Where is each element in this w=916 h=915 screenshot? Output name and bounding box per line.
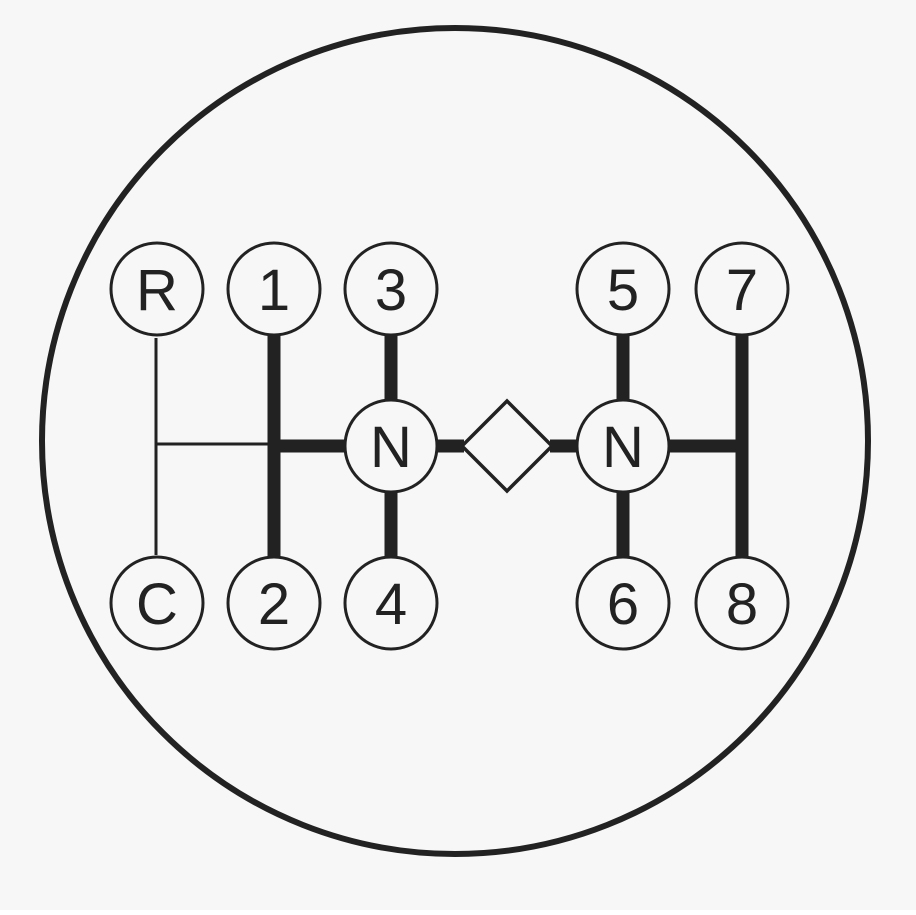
gear-label-crawler: C [136,572,178,637]
gear-label-fifth: 5 [607,258,639,323]
gear-circle-fifth [575,241,671,337]
gear-circle-second [226,555,322,651]
gear-circle-crawler [109,555,205,651]
gear-label-seventh: 7 [726,258,758,323]
gear-label-reverse: R [136,258,178,323]
gear-label-neutral-high: N [602,415,644,480]
gear-circle-sixth [575,555,671,651]
reverse-gate-lines [154,338,272,555]
gear-labels: R 1 3 5 7 N N C 2 4 6 8 [136,258,758,637]
gear-label-second: 2 [258,572,290,637]
gear-circle-fourth [343,555,439,651]
gear-circle-first [226,241,322,337]
gear-label-first: 1 [258,258,290,323]
diamond-icon [459,398,555,494]
gear-label-eighth: 8 [726,572,758,637]
main-gate-lines [267,336,749,557]
gear-circle-eighth [694,555,790,651]
gear-label-fourth: 4 [375,572,407,637]
gear-circle-third [343,241,439,337]
gear-label-third: 3 [375,258,407,323]
gear-circle-reverse [109,241,205,337]
gear-label-neutral-low: N [370,415,412,480]
gear-label-sixth: 6 [607,572,639,637]
gear-circle-neutral-low [343,398,439,494]
gear-circle-seventh [694,241,790,337]
gear-circle-neutral-high [575,398,671,494]
gear-positions [109,241,790,651]
